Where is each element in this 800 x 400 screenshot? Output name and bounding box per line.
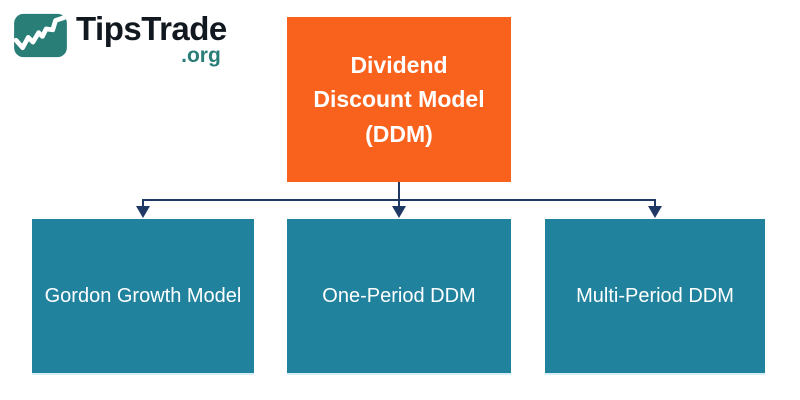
trend-up-chart-icon (13, 13, 67, 58)
node-gordon-growth-model: Gordon Growth Model (32, 219, 254, 375)
arrow-down-icon (136, 206, 150, 218)
arrow-down-icon (648, 206, 662, 218)
logo-tld-text: .org (181, 44, 221, 68)
node-multi-period-ddm: Multi-Period DDM (545, 219, 765, 375)
node-root-dividend-discount-model: Dividend Discount Model (DDM) (287, 17, 511, 182)
logo-text-block: TipsTrade .org (76, 10, 227, 68)
arrow-down-icon (392, 206, 406, 218)
node-one-period-ddm: One-Period DDM (287, 219, 511, 375)
logo-brand-text: TipsTrade (76, 10, 227, 47)
site-logo: TipsTrade .org (12, 10, 227, 68)
